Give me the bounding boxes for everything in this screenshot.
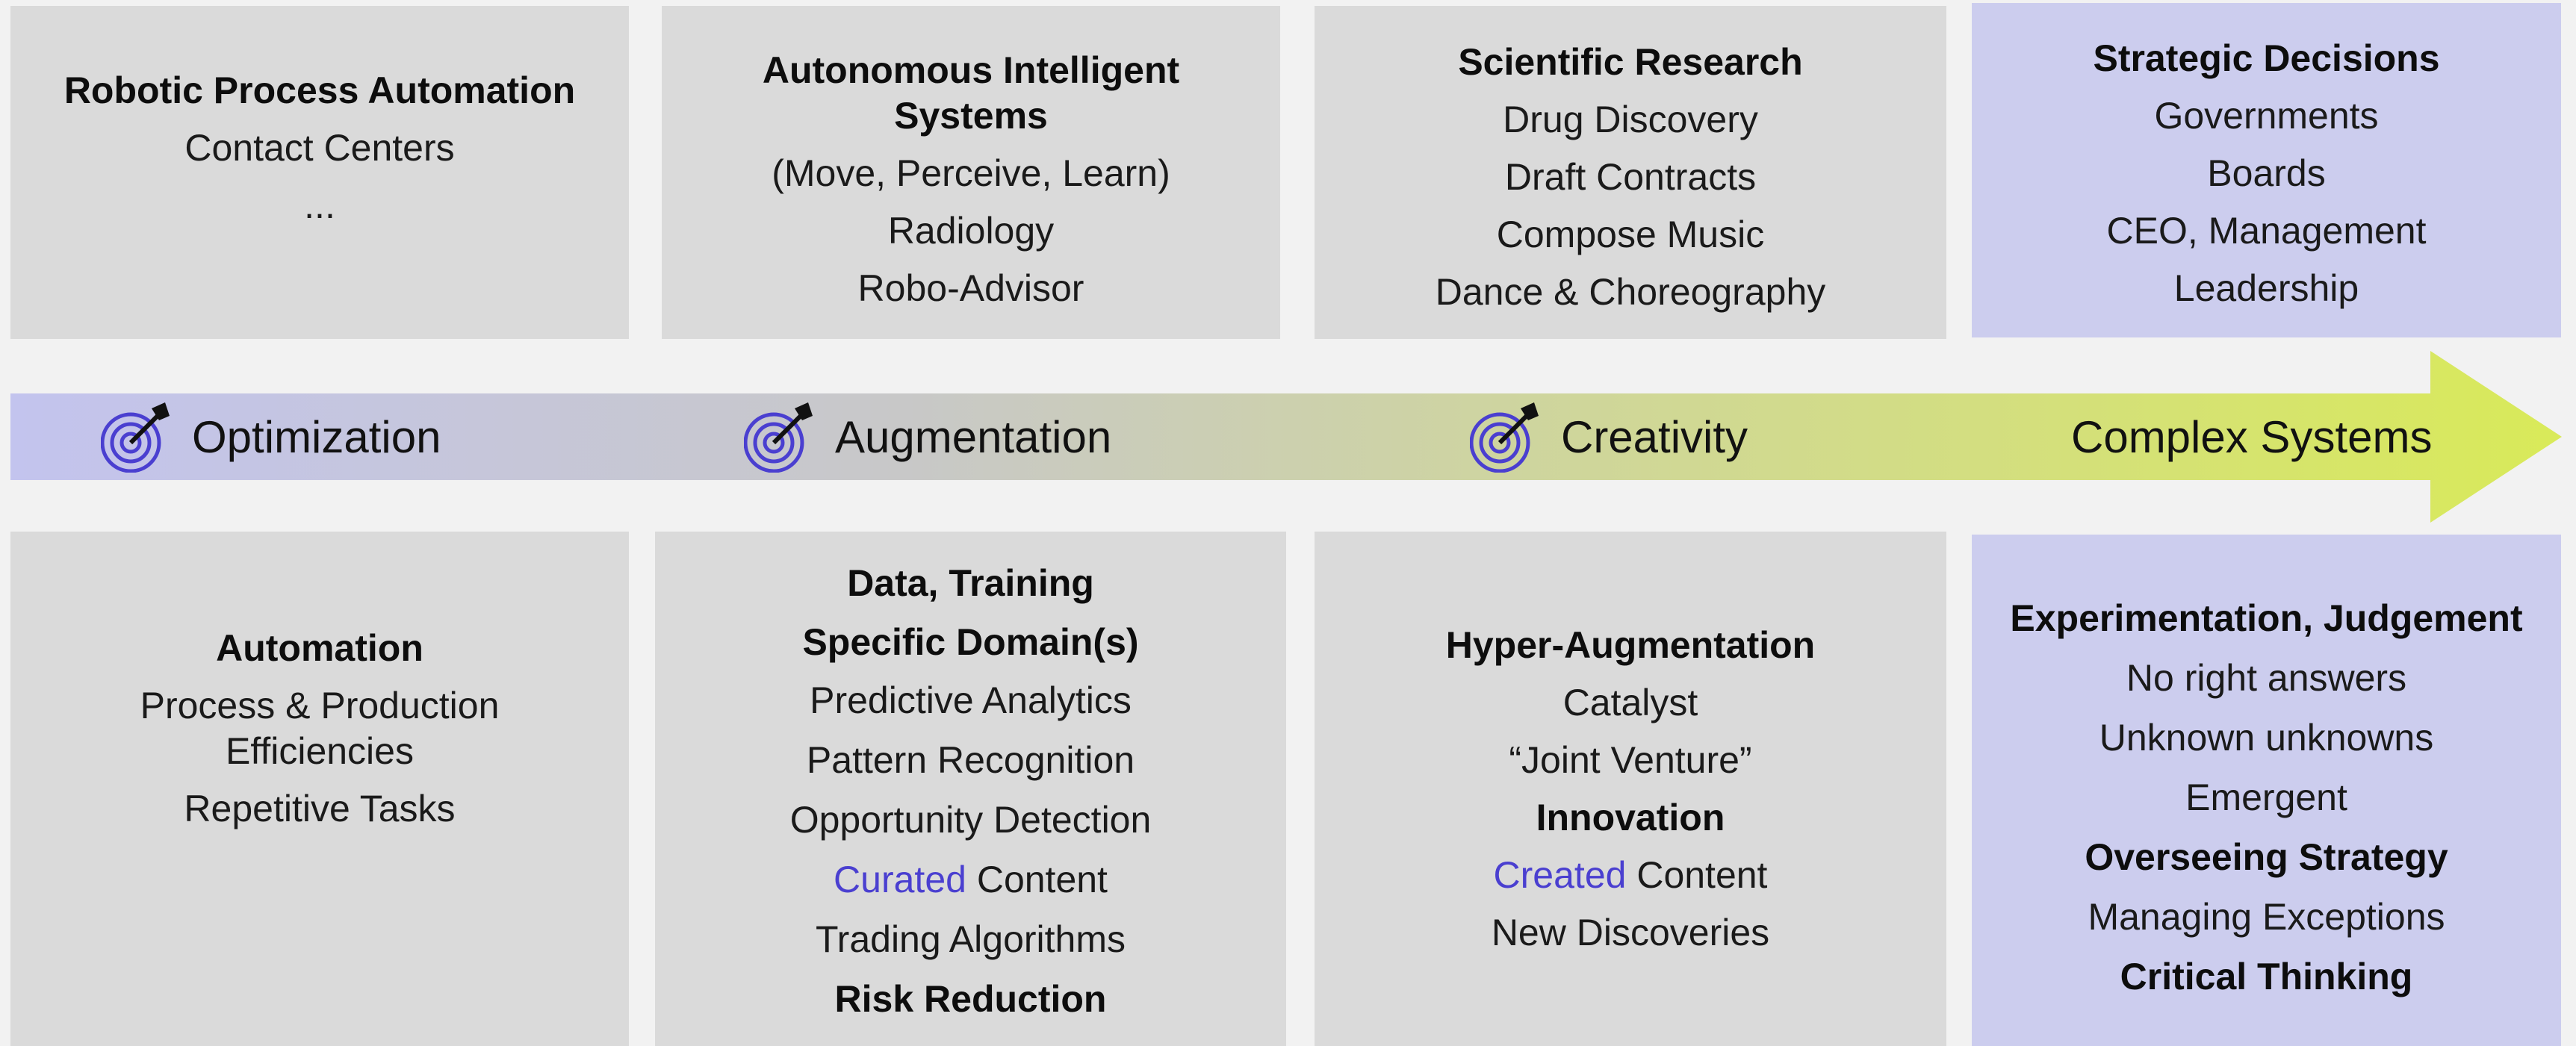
bottom-item-risk-reduction: Risk Reduction (834, 978, 1107, 1020)
bottom-heading-specific-domain: Specific Domain(s) (802, 621, 1139, 663)
top-heading-rpa: Robotic Process Automation (63, 69, 576, 111)
stage-optimization: Optimization (101, 388, 441, 485)
bottom-item: New Discoveries (1491, 912, 1770, 953)
stage-label-augmentation: Augmentation (835, 411, 1112, 462)
top-item: Dance & Choreography (1435, 271, 1826, 313)
bottom-item: Repetitive Tasks (184, 788, 456, 829)
target-icon (744, 402, 813, 473)
top-heading-scientific: Scientific Research (1458, 41, 1803, 83)
bottom-item: Managing Exceptions (2088, 896, 2445, 938)
bottom-item: Emergent (2185, 776, 2347, 818)
created-accent: Created (1493, 854, 1627, 896)
bottom-item: Predictive Analytics (810, 679, 1132, 721)
bottom-item: Unknown unknowns (2099, 717, 2434, 759)
top-box-autonomous: Autonomous Intelligent Systems (Move, Pe… (662, 6, 1280, 339)
bottom-heading-automation: Automation (216, 627, 423, 669)
top-item: Draft Contracts (1504, 156, 1757, 198)
stage-label-creativity: Creativity (1561, 411, 1748, 462)
bottom-box-experimentation: Experimentation, Judgement No right answ… (1972, 535, 2561, 1046)
top-item: (Move, Perceive, Learn) (772, 152, 1170, 194)
top-item: Boards (2207, 152, 2326, 194)
target-icon (1470, 402, 1539, 473)
bottom-heading-hyper-augmentation: Hyper-Augmentation (1445, 624, 1816, 666)
stage-creativity: Creativity (1470, 388, 1748, 485)
target-icon (101, 402, 170, 473)
bottom-item: Process & Production Efficiencies (140, 685, 500, 772)
top-item: Leadership (2173, 267, 2359, 309)
top-item: Radiology (887, 210, 1055, 252)
stage-label-complex-systems: Complex Systems (2071, 411, 2433, 462)
bottom-heading-experimentation: Experimentation, Judgement (2010, 597, 2523, 639)
bottom-box-automation: Automation Process & Production Efficien… (10, 532, 629, 1046)
bottom-item: No right answers (2126, 657, 2407, 699)
top-item: Drug Discovery (1503, 99, 1758, 140)
bottom-box-augmentation: Data, Training Specific Domain(s) Predic… (655, 532, 1286, 1046)
top-item: CEO, Management (2106, 210, 2427, 252)
bottom-item: Catalyst (1562, 682, 1698, 723)
stage-complex-systems: Complex Systems (2071, 388, 2432, 485)
top-heading-autonomous: Autonomous Intelligent Systems (762, 49, 1180, 137)
top-item: Compose Music (1496, 214, 1765, 255)
top-item: Governments (2154, 95, 2379, 137)
top-item: Robo-Advisor (857, 267, 1084, 309)
bottom-item-curated-content: Curated Content (834, 850, 1108, 909)
top-box-scientific: Scientific Research Drug Discovery Draft… (1315, 6, 1946, 339)
top-item-ellipsis: ... (304, 184, 335, 226)
bottom-item-innovation: Innovation (1536, 797, 1725, 838)
bottom-item: “Joint Venture” (1509, 739, 1752, 781)
curated-rest: Content (966, 859, 1108, 900)
bottom-item-created-content: Created Content (1494, 847, 1768, 904)
bottom-box-hyper-augmentation: Hyper-Augmentation Catalyst “Joint Ventu… (1315, 532, 1946, 1046)
bottom-item-overseeing-strategy: Overseeing Strategy (2085, 836, 2448, 878)
top-heading-strategic: Strategic Decisions (2093, 37, 2440, 79)
created-rest: Content (1626, 854, 1768, 896)
bottom-item: Opportunity Detection (789, 799, 1152, 841)
bottom-item-critical-thinking: Critical Thinking (2120, 956, 2413, 997)
top-box-rpa: Robotic Process Automation Contact Cente… (10, 6, 629, 339)
stage-label-optimization: Optimization (192, 411, 441, 462)
bottom-heading-data-training: Data, Training (847, 562, 1094, 604)
top-item: Contact Centers (184, 127, 455, 169)
bottom-item: Pattern Recognition (806, 739, 1135, 781)
stage-augmentation: Augmentation (744, 388, 1111, 485)
top-box-strategic: Strategic Decisions Governments Boards C… (1972, 3, 2561, 337)
curated-accent: Curated (834, 859, 966, 900)
bottom-item: Trading Algorithms (816, 918, 1126, 960)
